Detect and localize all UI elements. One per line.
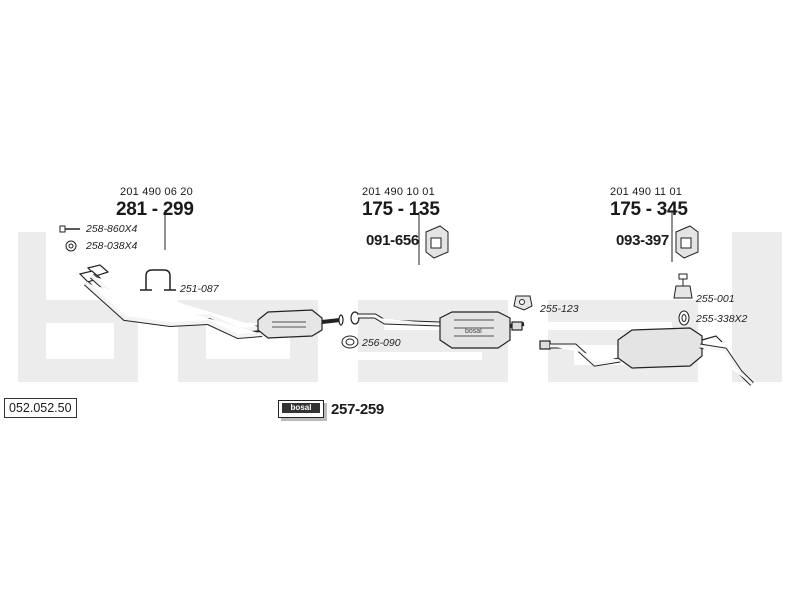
part-number-middle-silencer: 175 - 135 (362, 199, 440, 220)
clamp-part-number: 251-087 (180, 283, 219, 295)
rubber-hanger-icon (513, 295, 533, 311)
ring-rear-part-number: 255-338X2 (696, 313, 748, 325)
hanger-rear-part-number: 255-001 (696, 293, 735, 305)
rear-hanger-icon (673, 273, 693, 299)
catalog-number: 052.052.50 (4, 398, 77, 418)
hanger-mid-part-number: 255-123 (540, 303, 579, 315)
rear-ring-icon (678, 310, 690, 326)
mounting-kit-part-number: 257-259 (331, 401, 384, 418)
oem-number-middle-silencer: 201 490 10 01 (362, 186, 435, 198)
part-number-rear-silencer: 175 - 345 (610, 199, 688, 220)
u-clamp-icon (140, 269, 176, 291)
bracket-icon-1 (425, 225, 449, 259)
bracket-icon-2 (675, 225, 699, 259)
middle-silencer-icon: bosal (350, 311, 525, 349)
mount-number-rear: 093-397 (616, 232, 669, 249)
svg-text:bosal: bosal (465, 328, 482, 335)
bolt-part-number: 258-860X4 (86, 223, 138, 235)
mount-number-middle: 091-656 (366, 232, 419, 249)
part-number-front-pipe: 281 - 299 (116, 199, 194, 220)
kit-logo: bosal (282, 403, 320, 413)
seal-ring-part-number: 256-090 (362, 337, 401, 349)
oem-number-rear-silencer: 201 490 11 01 (610, 186, 683, 198)
mounting-kit-box-icon: bosal (278, 400, 324, 418)
oem-number-front-pipe: 201 490 06 20 (120, 186, 193, 198)
seal-ring-icon (341, 335, 359, 349)
nut-part-number: 258-038X4 (86, 240, 138, 252)
nut-icon (65, 240, 77, 252)
rear-silencer-icon (539, 327, 754, 386)
front-pipe-icon (78, 264, 344, 340)
bolt-icon (59, 225, 80, 233)
